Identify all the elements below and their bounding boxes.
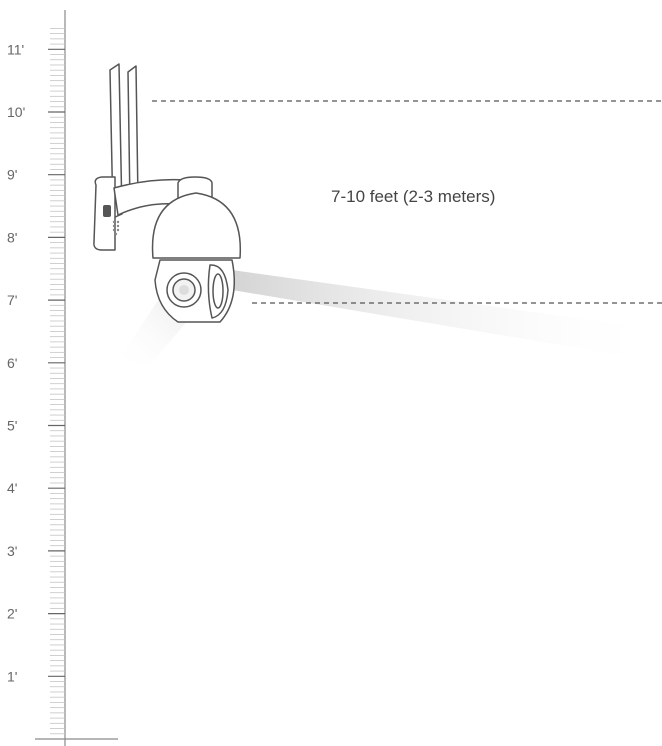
ruler-label: 7' xyxy=(7,292,17,308)
camera-view-beam xyxy=(232,270,662,362)
ruler-labels: 1' 2' 3' 4' 5' 6' 7' 8' 9' 10' 11' xyxy=(7,41,25,684)
vent-dots-icon xyxy=(112,220,120,236)
camera-spotlight-icon xyxy=(207,264,229,319)
ruler-label: 3' xyxy=(7,543,17,559)
ruler-label: 8' xyxy=(7,229,17,245)
ruler-label: 9' xyxy=(7,167,17,183)
ruler-label: 11' xyxy=(7,41,24,57)
ruler-label: 4' xyxy=(7,480,17,496)
ptz-camera-icon xyxy=(93,63,242,323)
ruler-label: 6' xyxy=(7,355,17,371)
ruler-label: 2' xyxy=(7,606,17,622)
ruler-ticks xyxy=(48,27,65,735)
ruler-label: 5' xyxy=(7,418,17,434)
ruler-label: 10' xyxy=(7,104,25,120)
camera-dome-icon xyxy=(151,192,242,259)
mounting-range-label: 7-10 feet (2-3 meters) xyxy=(331,187,495,206)
ruler-label: 1' xyxy=(7,668,17,684)
